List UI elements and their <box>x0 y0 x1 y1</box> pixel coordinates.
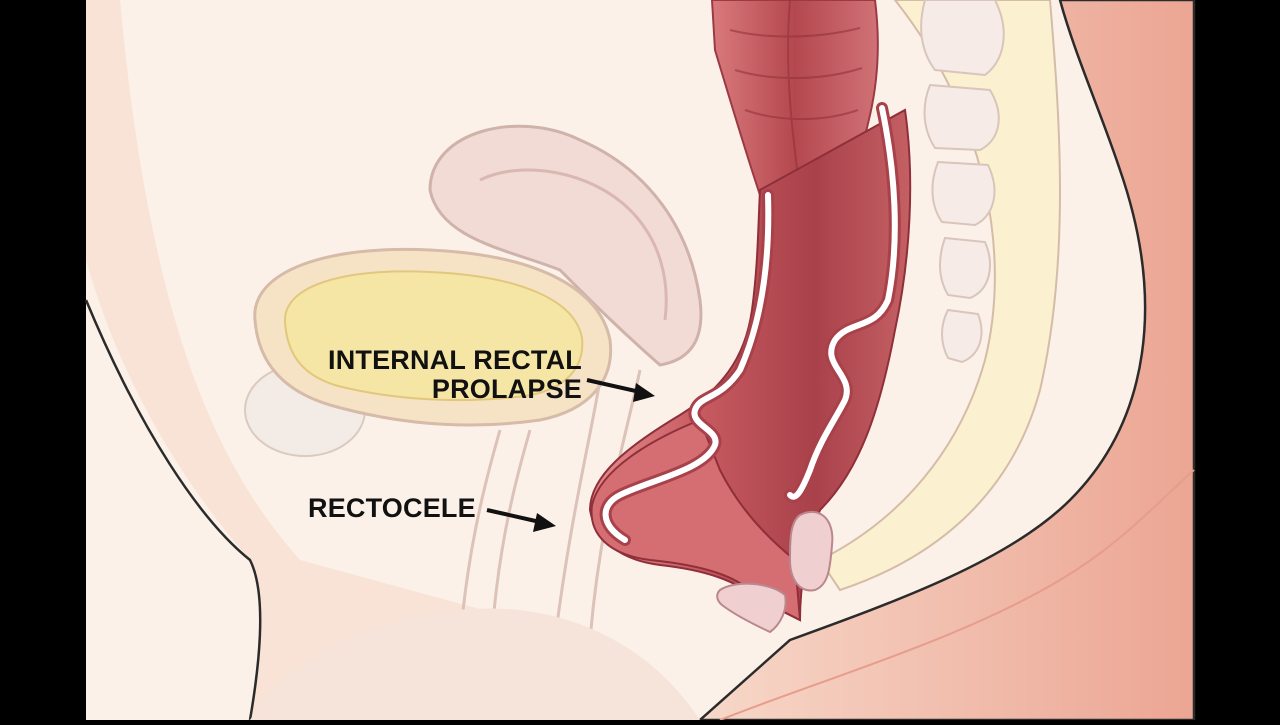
rectocele-arrow <box>486 508 556 532</box>
abdomen-skin <box>86 0 680 720</box>
buttock-skin <box>696 0 1196 722</box>
rectal-wall-stripes <box>599 102 901 546</box>
rectocele-bulge <box>590 418 802 622</box>
letterbox-left <box>0 0 86 720</box>
uterus <box>428 124 703 367</box>
prolapse-label-line1: INTERNAL RECTAL <box>328 345 582 375</box>
buttock-fold <box>719 469 1195 721</box>
rectocele-label: RECTOCELE <box>308 493 476 523</box>
bladder-lumen <box>283 270 584 402</box>
internal-rectal-prolapse-label: INTERNAL RECTAL PROLAPSE <box>328 346 582 404</box>
prolapse-arrow <box>586 378 655 402</box>
colon-folds <box>729 0 863 191</box>
uterus-inner <box>479 168 668 321</box>
prolapse-label-line2: PROLAPSE <box>431 374 582 404</box>
letterbox-right <box>1194 0 1280 720</box>
sphincter-lower <box>716 582 787 634</box>
perineum-skin <box>250 608 700 720</box>
sacral-tissue <box>818 0 1061 592</box>
sacrum-bones <box>920 0 1005 364</box>
abdomen-outline <box>84 299 262 721</box>
sphincter-upper <box>788 510 834 592</box>
